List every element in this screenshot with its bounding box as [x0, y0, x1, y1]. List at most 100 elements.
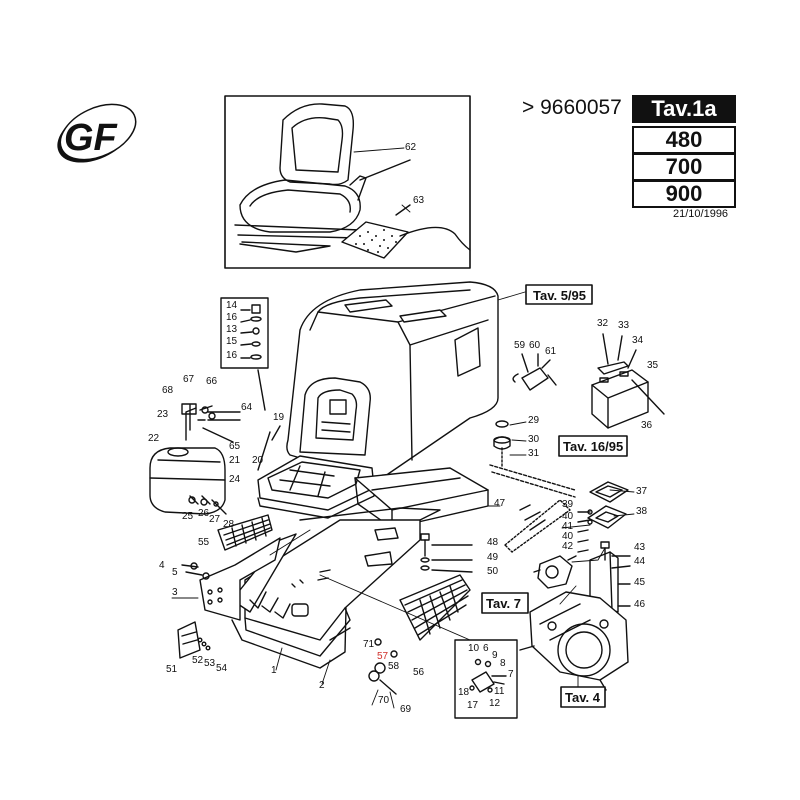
bracket-inset-frame	[454, 639, 518, 719]
callout-8: 8	[500, 658, 506, 669]
fuel-tank-assembly	[149, 403, 241, 515]
gearbox-housing	[519, 591, 629, 691]
callout-53: 53	[204, 658, 216, 669]
callout-40: 40	[562, 511, 574, 522]
callout-58: 58	[388, 661, 400, 672]
callout-16: 16	[226, 350, 238, 361]
callout-65: 65	[229, 441, 241, 452]
callout-55: 55	[198, 537, 210, 548]
callout-1: 1	[271, 665, 277, 676]
callout-71: 71	[363, 639, 375, 650]
part-code: > 9660057	[522, 96, 622, 119]
callout-26: 26	[198, 508, 210, 519]
cover-plate	[177, 621, 211, 659]
callout-31: 31	[528, 448, 540, 459]
relay-switch	[512, 353, 557, 391]
callout-2: 2	[319, 680, 325, 691]
callout-38: 38	[636, 506, 648, 517]
callout-15: 15	[226, 336, 238, 347]
callout-48: 48	[487, 537, 499, 548]
callout-52: 52	[192, 655, 204, 666]
callout-24: 24	[229, 474, 241, 485]
seat-base-cushion	[257, 425, 375, 519]
reference-labels: Tav. 5/95 Tav. 16/95 Tav. 7 Tav. 4	[481, 284, 628, 708]
callout-19: 19	[273, 412, 285, 423]
bolt-set-lower	[368, 638, 398, 695]
callout-64: 64	[241, 402, 253, 413]
callout-45: 45	[634, 577, 646, 588]
callout-67: 67	[183, 374, 195, 385]
callout-9: 9	[492, 650, 498, 661]
callout-37: 37	[636, 486, 648, 497]
seat-backrest	[299, 377, 371, 456]
callout-41: 41	[562, 521, 574, 532]
hardware-stack	[240, 304, 266, 411]
callout-13: 13	[226, 324, 238, 335]
table-tag-900: 900	[632, 180, 736, 208]
callout-50: 50	[487, 566, 499, 577]
callout-11: 11	[494, 686, 505, 697]
rubber-mounts	[493, 420, 511, 467]
seat-assembly	[234, 103, 411, 253]
callout-36: 36	[641, 420, 653, 431]
callout-56: 56	[413, 667, 425, 678]
callout-57: 57	[377, 651, 389, 662]
logo-text: GF	[64, 117, 119, 159]
callout-54: 54	[216, 663, 228, 674]
seat-cushion-pad	[341, 204, 471, 259]
callout-33: 33	[618, 320, 630, 331]
callout-47: 47	[494, 498, 506, 509]
callout-68: 68	[162, 385, 174, 396]
callout-60: 60	[529, 340, 541, 351]
callout-22: 22	[148, 433, 160, 444]
air-filter	[577, 481, 629, 553]
callout-70: 70	[378, 695, 390, 706]
cabin-hood	[286, 281, 499, 480]
callout-42: 42	[562, 541, 574, 552]
leader-lines	[171, 147, 635, 709]
hardware-inset-frame	[220, 297, 269, 369]
callout-6: 6	[483, 643, 489, 654]
callout-14: 14	[226, 300, 238, 311]
ref-tav-16-95: Tav. 16/95	[563, 439, 623, 454]
callout-46: 46	[634, 599, 646, 610]
callout-30: 30	[528, 434, 540, 445]
track-strip	[489, 464, 576, 553]
rear-grille	[399, 574, 471, 641]
side-bracket	[181, 537, 281, 621]
callout-5: 5	[172, 567, 178, 578]
callout-18: 18	[458, 687, 470, 698]
callout-35: 35	[647, 360, 659, 371]
callout-44: 44	[634, 556, 646, 567]
callout-59: 59	[514, 340, 526, 351]
bolt-set-center	[420, 533, 473, 573]
callout-51: 51	[166, 664, 178, 675]
callout-3: 3	[172, 587, 178, 598]
callout-61: 61	[545, 346, 557, 357]
callout-25: 25	[182, 511, 194, 522]
ref-tav-7: Tav. 7	[486, 596, 521, 611]
callout-39: 39	[562, 499, 574, 510]
callout-21: 21	[229, 455, 241, 466]
callout-16: 16	[226, 312, 238, 323]
chassis-body	[231, 507, 441, 669]
callout-23: 23	[157, 409, 169, 420]
seat-inset-frame	[224, 95, 471, 269]
side-grille-left	[217, 514, 273, 551]
brand-logo: GF	[57, 103, 137, 163]
bracket-hardware	[469, 658, 507, 693]
callout-20: 20	[252, 455, 264, 466]
callout-12: 12	[489, 698, 501, 709]
callout-32: 32	[597, 318, 609, 329]
callout-4: 4	[159, 560, 165, 571]
callout-69: 69	[400, 704, 412, 715]
table-tag-main: Tav.1a	[632, 95, 736, 123]
callout-34: 34	[632, 335, 644, 346]
callout-28: 28	[223, 519, 235, 530]
callout-27: 27	[209, 514, 221, 525]
ref-tav-4: Tav. 4	[565, 690, 601, 705]
ref-tav-5-95: Tav. 5/95	[533, 288, 586, 303]
drawing-date: 21/10/1996	[673, 208, 729, 220]
